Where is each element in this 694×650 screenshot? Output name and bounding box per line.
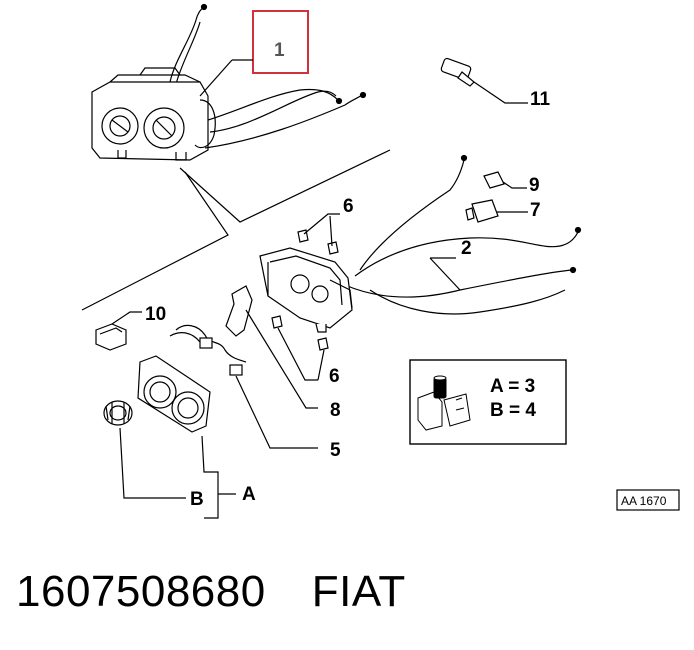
legend-line-b: B = 4 xyxy=(490,400,536,421)
ab-brackets xyxy=(119,427,236,519)
guide-lines xyxy=(81,149,391,311)
part-5-leader xyxy=(235,375,318,449)
callout-2[interactable]: 2 xyxy=(461,238,472,259)
heater-control-assembly xyxy=(91,3,367,161)
callout-8[interactable]: 8 xyxy=(330,400,341,421)
callout-10[interactable]: 10 xyxy=(145,304,166,325)
part-2-cables xyxy=(344,154,582,315)
callout-9[interactable]: 9 xyxy=(529,175,540,196)
callout-5[interactable]: 5 xyxy=(330,440,341,461)
part-7-switch xyxy=(465,199,528,223)
part-9-clip xyxy=(483,171,527,189)
front-panel xyxy=(137,355,211,433)
callout-1[interactable]: 1 xyxy=(199,10,309,97)
parts-box-icon xyxy=(417,375,471,431)
part-11-bulb xyxy=(440,57,528,104)
manufacturer-name: FIAT xyxy=(311,567,406,616)
part-caption: 1607508680 FIAT xyxy=(16,567,406,617)
callout-11[interactable]: 11 xyxy=(530,89,551,110)
part-number: 1607508680 xyxy=(16,567,266,616)
exploded-parts-diagram: 1 11 9 7 6 2 xyxy=(81,3,680,519)
part-10-connector xyxy=(95,311,247,376)
knob-b xyxy=(103,400,133,426)
callout-6-lower[interactable]: 6 xyxy=(329,366,340,387)
central-housing xyxy=(259,247,353,333)
highlight-box xyxy=(252,10,309,74)
legend-line-a: A = 3 xyxy=(490,376,535,397)
reference-code: AA 1670 xyxy=(621,494,667,508)
callout-7[interactable]: 7 xyxy=(530,200,541,221)
callout-a[interactable]: A xyxy=(242,484,256,505)
reference-box: AA 1670 xyxy=(616,489,680,511)
part-6-upper xyxy=(297,213,340,255)
callout-6-upper[interactable]: 6 xyxy=(343,196,354,217)
callout-1-label: 1 xyxy=(274,40,285,61)
part-6-lower xyxy=(271,315,329,381)
quantity-legend: A = 3 B = 4 xyxy=(409,359,567,445)
part-8-bracket xyxy=(225,285,318,409)
callout-b[interactable]: B xyxy=(190,489,204,510)
